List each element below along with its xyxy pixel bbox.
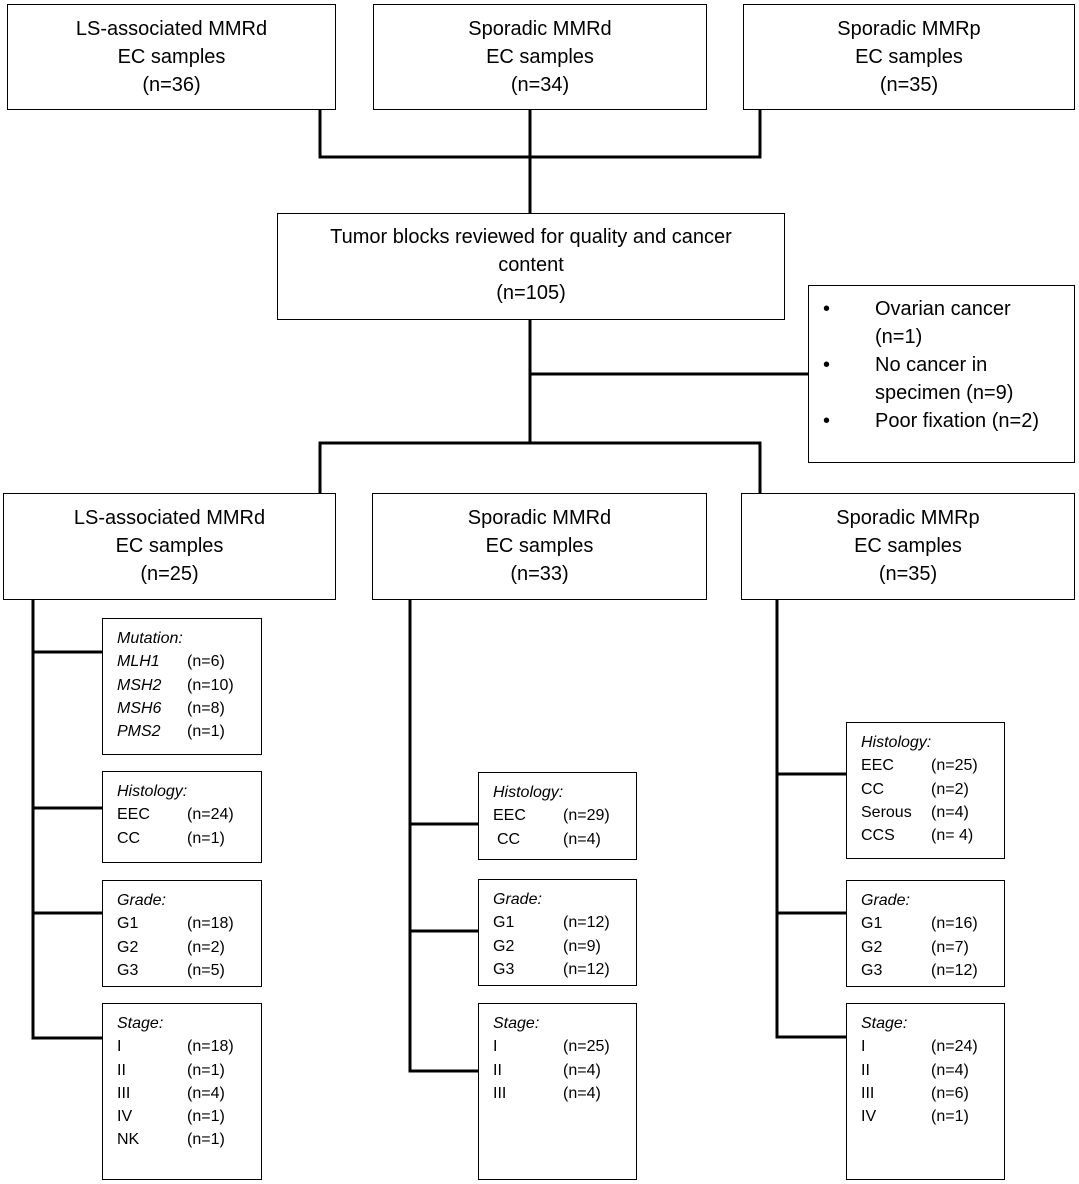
group-box-smmrd-title: Sporadic MMRd xyxy=(467,507,612,529)
top-box-smmrd-title: Sporadic MMRd xyxy=(468,18,612,40)
smmrp-stage-box: Stage: I(n=24) II(n=4) III(n=6) IV(n=1) xyxy=(846,1003,1005,1180)
top-box-smmrd-n: (n=34) xyxy=(510,74,570,96)
exclusion-item-line: Ovarian cancer xyxy=(875,298,1011,320)
ls-stage-row: II(n=1) xyxy=(117,1061,225,1079)
smmrd-grade-row: G1(n=12) xyxy=(493,914,610,932)
ls-mutation-box: Mutation: MLH1(n=6) MSH2(n=10) MSH6(n=8)… xyxy=(102,618,262,755)
ls-mutation-row: MSH6(n=8) xyxy=(117,699,225,717)
top-box-smmrp-n: (n=35) xyxy=(879,74,939,96)
top-box-smmrp-title: Sporadic MMRp xyxy=(837,18,981,40)
group-box-ls-sub: EC samples xyxy=(115,535,224,557)
exclusion-item-line: (n=1) xyxy=(875,326,923,348)
ls-stage-header: Stage: xyxy=(117,1015,164,1032)
group-box-smmrp-n: (n=35) xyxy=(878,563,938,585)
ls-grade-box: Grade: G1(n=18) G2(n=2) G3(n=5) xyxy=(102,880,262,987)
review-n: (n=105) xyxy=(496,282,566,304)
group-box-ls: LS-associated MMRd EC samples (n=25) xyxy=(3,493,336,600)
smmrd-histology-box: Histology: EEC(n=29) CC(n=4) xyxy=(478,772,637,860)
smmrp-histology-row: CC(n=2) xyxy=(861,780,969,798)
ls-mutation-row: MSH2(n=10) xyxy=(117,676,234,694)
smmrd-histology-row: EEC(n=29) xyxy=(493,807,610,825)
ls-grade-row: G2(n=2) xyxy=(117,938,225,956)
smmrd-histology-row: CC(n=4) xyxy=(497,830,601,848)
smmrp-histology-box: Histology: EEC(n=25) CC(n=2) Serous(n=4)… xyxy=(846,722,1005,859)
connector-top-merge xyxy=(318,108,762,159)
ls-grade-row: G3(n=5) xyxy=(117,961,225,979)
smmrp-grade-header: Grade: xyxy=(861,892,910,909)
exclusion-item-line: No cancer in xyxy=(875,354,988,376)
group-box-smmrp: Sporadic MMRp EC samples (n=35) xyxy=(741,493,1075,600)
smmrd-stage-row: I(n=25) xyxy=(493,1038,610,1056)
top-box-ls-n: (n=36) xyxy=(142,74,201,96)
smmrp-grade-box: Grade: G1(n=16) G2(n=7) G3(n=12) xyxy=(846,880,1005,987)
exclusions-box: Ovarian cancer (n=1) No cancer in specim… xyxy=(808,285,1075,463)
group-box-smmrd-n: (n=33) xyxy=(510,563,569,585)
ls-stage-box: Stage: I(n=18) II(n=1) III(n=4) IV(n=1) … xyxy=(102,1003,262,1180)
exclusion-item-line: Poor fixation (n=2) xyxy=(875,410,1039,432)
ls-histology-header: Histology: xyxy=(117,783,188,800)
smmrp-histology-row: CCS(n= 4) xyxy=(861,827,974,845)
group-box-smmrp-sub: EC samples xyxy=(854,535,962,557)
smmrp-grade-row: G3(n=12) xyxy=(861,961,978,979)
top-box-smmrp: Sporadic MMRp EC samples (n=35) xyxy=(743,4,1075,110)
ls-stage-row: I(n=18) xyxy=(117,1038,234,1056)
top-box-smmrd: Sporadic MMRd EC samples (n=34) xyxy=(373,4,707,110)
ls-mutation-row: MLH1(n=6) xyxy=(117,653,225,671)
ls-stage-row: NK(n=1) xyxy=(117,1131,225,1149)
smmrd-stage-row: III(n=4) xyxy=(493,1084,601,1102)
group-box-smmrd-sub: EC samples xyxy=(485,535,594,557)
smmrp-stage-row: I(n=24) xyxy=(861,1038,978,1056)
ls-mutation-row: PMS2(n=1) xyxy=(117,723,225,741)
connector-smmrd-branches xyxy=(408,822,480,1073)
smmrp-histology-header: Histology: xyxy=(861,734,932,751)
smmrp-stage-header: Stage: xyxy=(861,1015,908,1032)
smmrd-stage-row: II(n=4) xyxy=(493,1061,601,1079)
ls-histology-box: Histology: EEC(n=24) CC(n=1) xyxy=(102,771,262,863)
smmrd-grade-header: Grade: xyxy=(493,891,542,908)
smmrd-grade-row: G2(n=9) xyxy=(493,937,601,955)
exclusion-item: Ovarian cancer (n=1) xyxy=(809,295,1074,351)
connector-ls-branches xyxy=(31,650,104,1040)
smmrp-grade-row: G2(n=7) xyxy=(861,938,969,956)
smmrp-grade-row: G1(n=16) xyxy=(861,915,978,933)
exclusion-item: No cancer in specimen (n=9) xyxy=(809,351,1074,407)
smmrp-histology-row: EEC(n=25) xyxy=(861,757,978,775)
smmrd-grade-box: Grade: G1(n=12) G2(n=9) G3(n=12) xyxy=(478,879,637,986)
exclusion-item-line: specimen (n=9) xyxy=(875,382,1014,404)
ls-grade-header: Grade: xyxy=(117,892,166,909)
smmrd-stage-header: Stage: xyxy=(493,1015,540,1032)
smmrd-histology-header: Histology: xyxy=(493,784,564,801)
ls-stage-row: IV(n=1) xyxy=(117,1108,225,1126)
connector-split xyxy=(318,441,762,495)
ls-histology-row: EEC(n=24) xyxy=(117,806,234,824)
top-box-ls-sub: EC samples xyxy=(117,46,226,68)
smmrp-stage-row: IV(n=1) xyxy=(861,1108,969,1126)
review-box: Tumor blocks reviewed for quality and ca… xyxy=(277,213,785,320)
exclusion-item: Poor fixation (n=2) xyxy=(809,407,1074,435)
group-box-ls-n: (n=25) xyxy=(140,563,199,585)
group-box-smmrp-title: Sporadic MMRp xyxy=(836,507,980,529)
group-box-ls-title: LS-associated MMRd xyxy=(73,507,266,529)
connector-smmrp-branches xyxy=(775,772,848,1039)
smmrd-grade-row: G3(n=12) xyxy=(493,960,610,978)
smmrp-histology-row: Serous(n=4) xyxy=(861,803,969,821)
ls-histology-row: CC(n=1) xyxy=(117,829,225,847)
top-box-ls: LS-associated MMRd EC samples (n=36) xyxy=(7,4,336,110)
ls-stage-row: III(n=4) xyxy=(117,1084,225,1102)
group-box-smmrd: Sporadic MMRd EC samples (n=33) xyxy=(372,493,707,600)
smmrp-stage-row: II(n=4) xyxy=(861,1061,969,1079)
smmrp-stage-row: III(n=6) xyxy=(861,1084,969,1102)
top-box-smmrp-sub: EC samples xyxy=(855,46,963,68)
review-line1: Tumor blocks reviewed for quality and ca… xyxy=(330,226,732,248)
top-box-ls-title: LS-associated MMRd xyxy=(75,18,268,40)
review-line2: content xyxy=(498,254,564,276)
ls-grade-row: G1(n=18) xyxy=(117,915,234,933)
ls-mutation-header: Mutation: xyxy=(117,630,183,647)
smmrd-stage-box: Stage: I(n=25) II(n=4) III(n=4) xyxy=(478,1003,637,1180)
top-box-smmrd-sub: EC samples xyxy=(486,46,594,68)
